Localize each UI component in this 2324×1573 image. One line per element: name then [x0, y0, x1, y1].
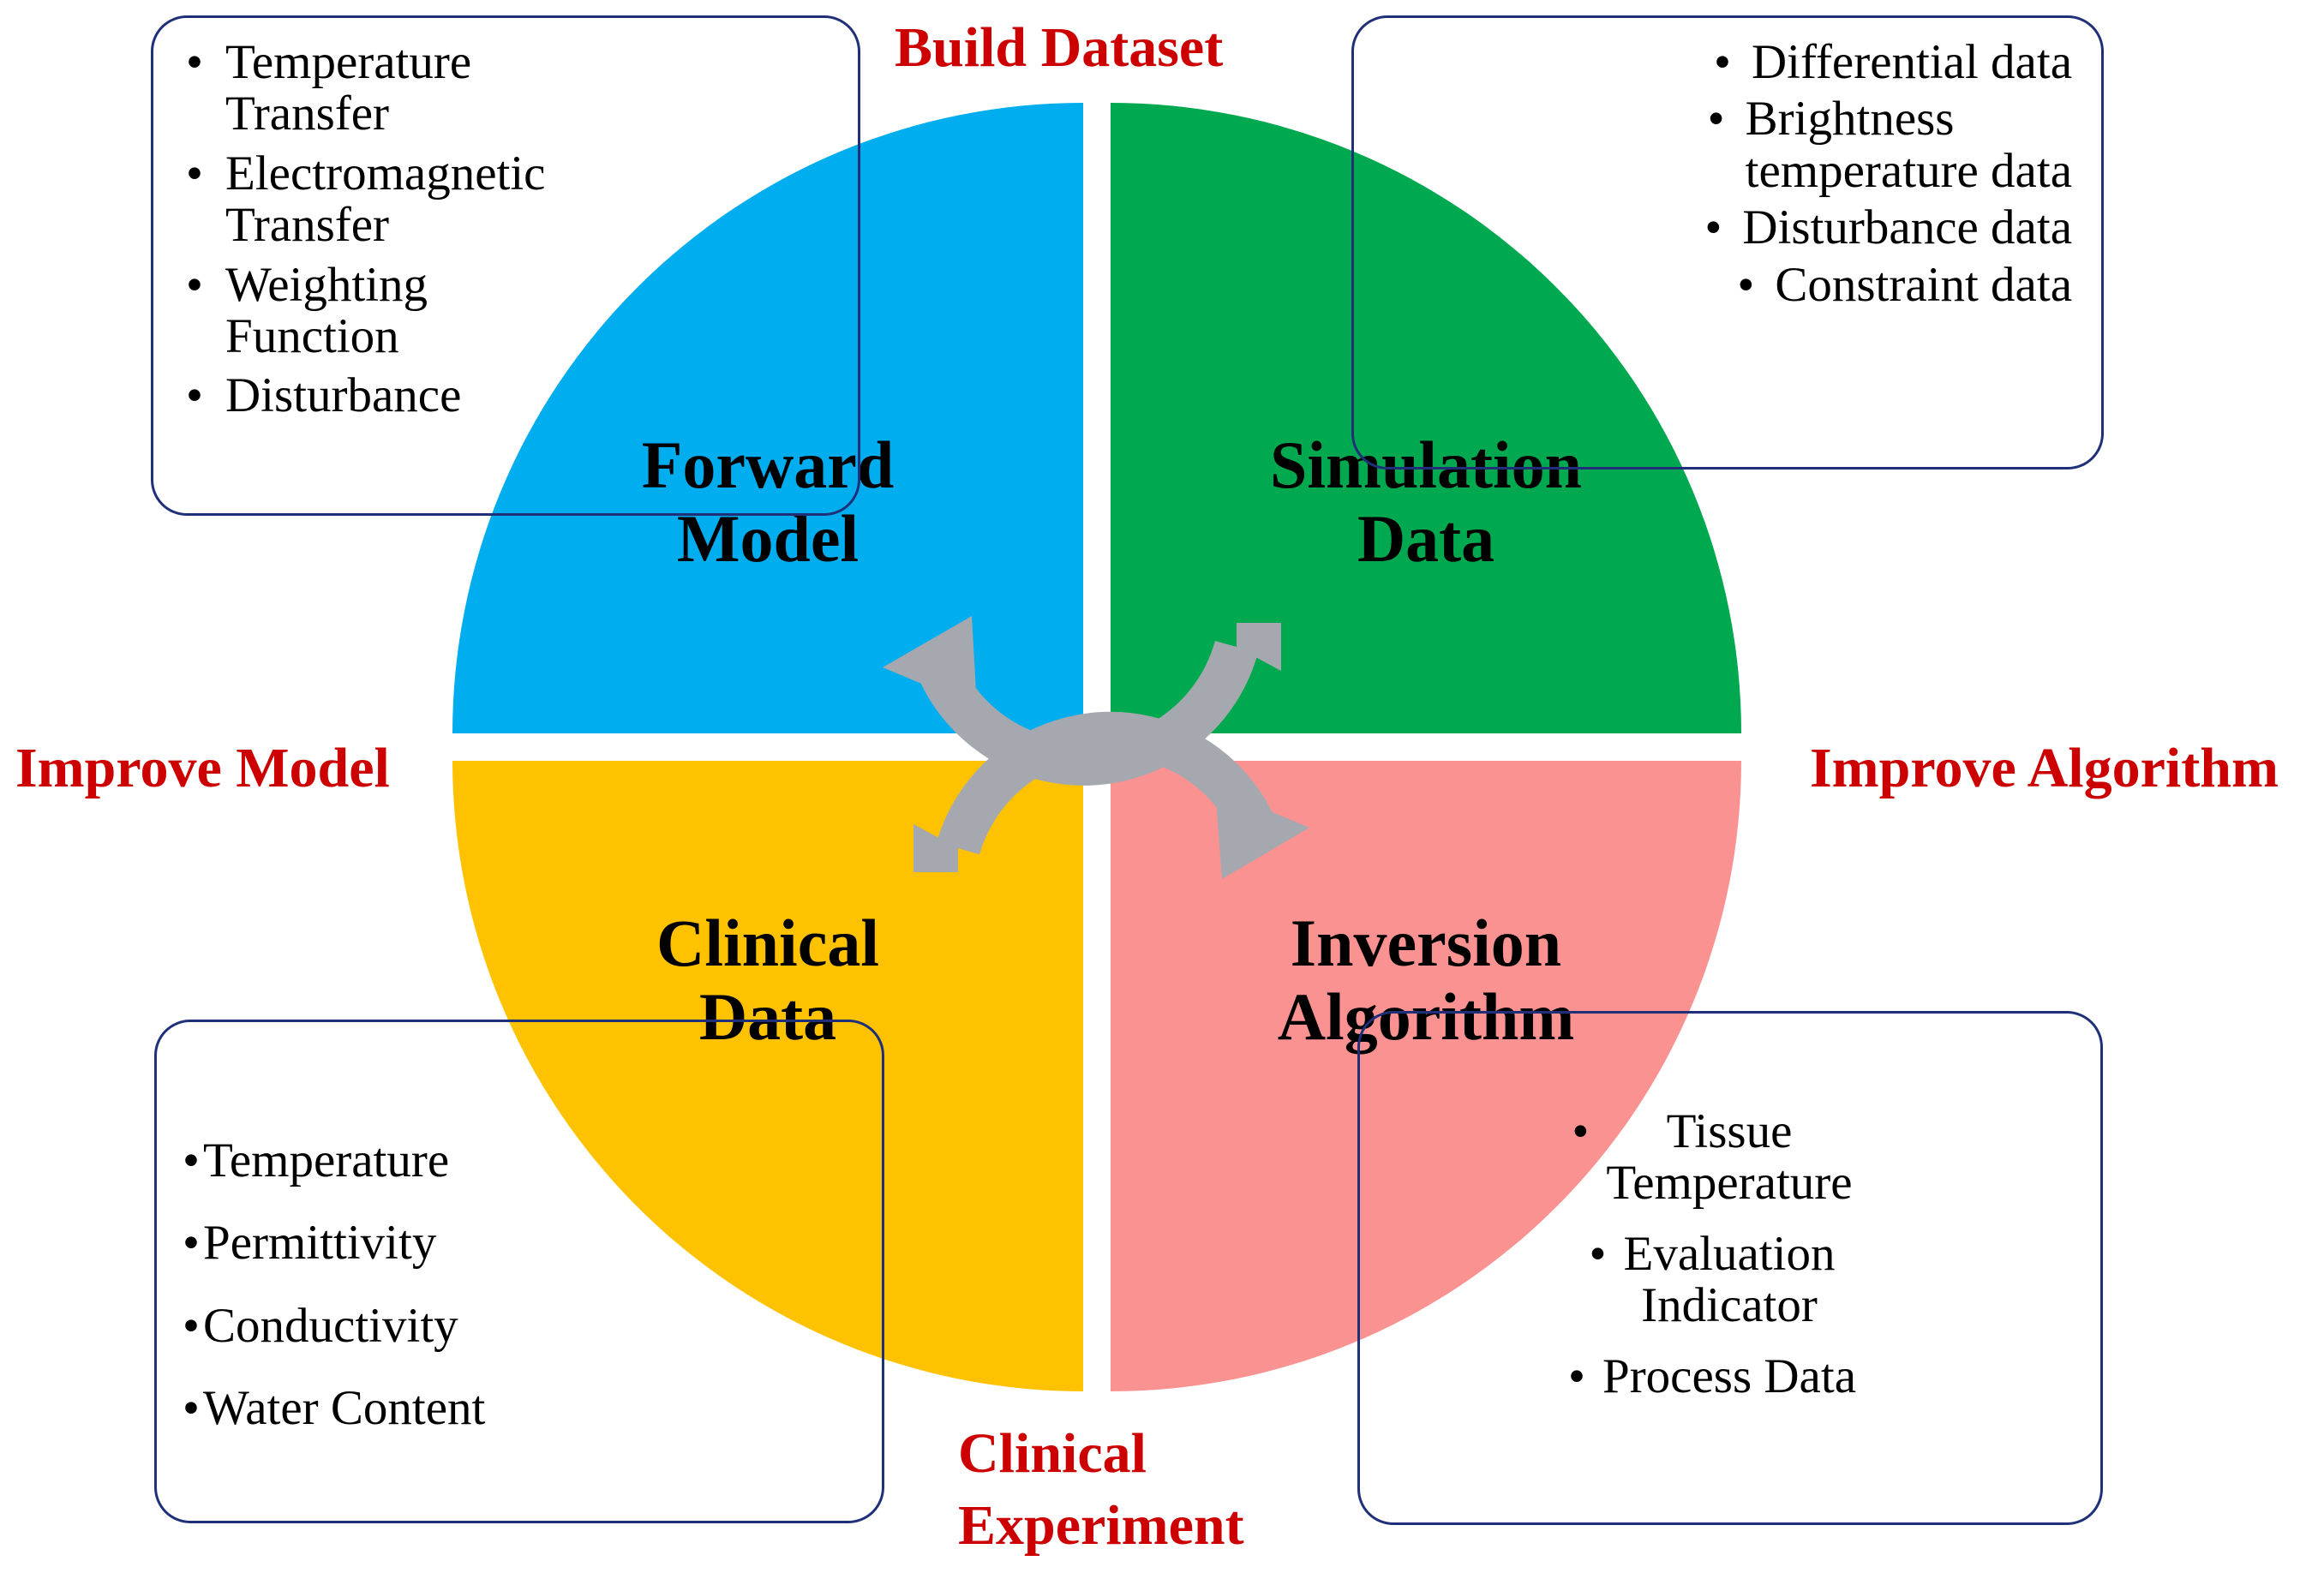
bullet-icon: • [186, 35, 203, 89]
list-item-label: Tissue Temperature [1606, 1104, 1853, 1211]
bullet-icon: • [1707, 92, 1725, 147]
bullet-icon: • [186, 257, 203, 312]
list-item: • Differential data [1354, 35, 2072, 89]
list-item: • Tissue Temperature [1360, 1104, 2064, 1211]
list-item: • Temperature Transfer [186, 35, 858, 141]
bullet-icon: • [183, 1216, 200, 1271]
list-item-label: Constraint data [1775, 257, 2072, 312]
callout-box-inversion-algorithm-outputs: • Tissue Temperature • Evaluation Indicator… [1357, 1011, 2103, 1525]
list-item-label: Temperature [203, 1133, 450, 1187]
callout-box-clinical-data-outputs: •Temperature•Permittivity•Conductivity•W… [154, 1020, 884, 1523]
bullet-icon: • [183, 1133, 200, 1187]
callout-box-forward-model-inputs: • Temperature Transfer • Electromagnetic Tr… [151, 15, 860, 516]
list-item-label: Differential data [1751, 35, 2072, 89]
callout-box-simulation-data-outputs: • Differential data • Brightness temperatur… [1351, 15, 2104, 470]
quadrant-label-inversion-algorithm: Inversion Algorithm [1277, 906, 1575, 1054]
list-item-label: Disturbance [225, 368, 462, 423]
bullet-icon: • [1589, 1226, 1607, 1281]
list-item-label: Disturbance data [1742, 200, 2072, 255]
list-item: • Brightness temperature data [1354, 93, 2072, 197]
list-item-label: Weighting Function [225, 257, 428, 364]
quadrant-label-clinical-data: Clinical Data [656, 906, 879, 1054]
bullet-list: • Temperature Transfer • Electromagnetic Tr… [153, 18, 858, 422]
list-item-label: Brightness temperature data [1745, 92, 2072, 198]
bullet-icon: • [186, 146, 203, 200]
list-item: •Permittivity [183, 1217, 882, 1269]
list-item: •Conductivity [183, 1298, 882, 1353]
bullet-icon: • [1704, 200, 1722, 255]
list-item-label: Permittivity [203, 1216, 437, 1271]
phase-label-improve-model: Improve Model [15, 737, 390, 799]
bullet-icon: • [1572, 1104, 1590, 1158]
phase-label-improve-algorithm: Improve Algorithm [1810, 737, 2279, 799]
phase-label-build-dataset: Build Dataset [895, 16, 1224, 79]
bullet-icon: • [1568, 1349, 1585, 1403]
list-item-label: Evaluation Indicator [1623, 1226, 1836, 1333]
list-item-label: Process Data [1602, 1349, 1856, 1403]
list-item-label: Water Content [203, 1381, 486, 1436]
list-item: •Temperature [183, 1133, 882, 1187]
list-item: •Water Content [183, 1381, 882, 1436]
list-item: • Weighting Function [186, 257, 858, 364]
list-item: • Constraint data [1354, 257, 2072, 312]
list-item-label: Temperature Transfer [225, 35, 472, 141]
cycle-wheel: Forward Model Simulation Data Clinical D… [452, 103, 1741, 1391]
bullet-list: • Tissue Temperature • Evaluation Indicator… [1360, 1014, 2100, 1403]
list-item: • Evaluation Indicator [1360, 1226, 2064, 1333]
list-item: • Disturbance [186, 370, 858, 422]
list-item-label: Conductivity [203, 1298, 458, 1353]
bullet-list: • Differential data • Brightness temperatur… [1354, 18, 2101, 311]
list-item: • Process Data [1360, 1349, 2064, 1403]
list-item: • Disturbance data [1354, 200, 2072, 255]
list-item-label: Electromagnetic Transfer [225, 146, 546, 253]
bullet-icon: • [186, 368, 203, 423]
phase-label-clinical-experiment: Clinical Experiment [958, 1422, 1244, 1558]
bullet-icon: • [1713, 35, 1731, 89]
quadrant-label-simulation-data: Simulation Data [1269, 428, 1583, 576]
bullet-icon: • [183, 1381, 200, 1436]
bullet-icon: • [183, 1298, 200, 1353]
list-item: • Electromagnetic Transfer [186, 146, 858, 253]
bullet-list: •Temperature•Permittivity•Conductivity•W… [157, 1022, 882, 1435]
bullet-icon: • [1737, 257, 1755, 312]
